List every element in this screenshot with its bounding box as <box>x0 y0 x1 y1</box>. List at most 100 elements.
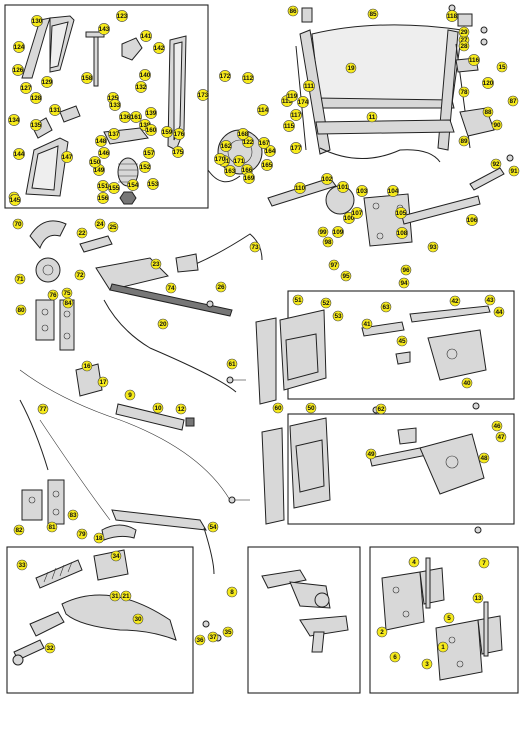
callout-dot <box>89 156 101 168</box>
callout-dot <box>108 182 120 194</box>
callout-44: 44 <box>493 306 505 318</box>
interior-handle-parts <box>19 220 263 521</box>
door-check-plate-lower <box>21 489 43 521</box>
callout-126: 126 <box>12 64 24 76</box>
callout-78: 78 <box>458 86 470 98</box>
callout-dot <box>389 651 401 663</box>
callout-dot <box>398 277 410 289</box>
handle-rosette <box>35 257 61 283</box>
callout-label: 41 <box>363 321 371 328</box>
callout-115: 115 <box>283 120 295 132</box>
callout-95: 95 <box>340 270 352 282</box>
callout-4: 4 <box>408 556 420 568</box>
callout-150: 150 <box>89 156 101 168</box>
callout-29: 29 <box>458 26 470 38</box>
callout-92: 92 <box>490 158 502 170</box>
callout-dot <box>12 64 24 76</box>
callout-label: 72 <box>76 272 84 279</box>
callout-dot <box>47 289 59 301</box>
callout-119: 119 <box>286 90 298 102</box>
callout-16: 16 <box>81 360 93 372</box>
callout-label: 61 <box>228 361 236 368</box>
remote-control-rod <box>109 283 233 317</box>
callout-dot <box>261 159 273 171</box>
callout-dot <box>147 178 159 190</box>
callout-label: 31 <box>111 593 119 600</box>
callout-1: 1 <box>437 641 449 653</box>
callout-30: 30 <box>132 613 144 625</box>
callout-dot <box>74 269 86 281</box>
callout-dot <box>44 642 56 654</box>
small-hardware <box>202 4 514 642</box>
callout-label: 84 <box>64 300 72 307</box>
callout-label: 116 <box>469 57 480 64</box>
lock-barrel <box>29 611 65 637</box>
callout-106: 106 <box>466 214 478 226</box>
callout-dot <box>320 297 332 309</box>
check-strap-rod <box>19 399 49 471</box>
callout-label: 129 <box>42 79 53 86</box>
callout-label: 33 <box>18 562 26 569</box>
callout-dot <box>139 161 151 173</box>
callout-label: 70 <box>14 221 22 228</box>
lock-spring-clip <box>395 351 411 365</box>
callout-label: 90 <box>493 122 501 129</box>
callout-dot <box>337 181 349 193</box>
callout-159: 159 <box>161 126 173 138</box>
callout-144: 144 <box>13 148 25 160</box>
callout-171: 171 <box>233 155 245 167</box>
pull-strap-cap <box>185 417 195 427</box>
callout-23: 23 <box>150 258 162 270</box>
callout-169: 169 <box>243 172 255 184</box>
callout-dot <box>272 402 284 414</box>
callout-dot <box>41 76 53 88</box>
callout-label: 154 <box>128 182 139 189</box>
callout-163: 163 <box>224 165 236 177</box>
seal-strip-tail <box>203 527 215 575</box>
callout-114: 114 <box>257 104 269 116</box>
striker-plate-vertical <box>261 427 285 525</box>
callout-20: 20 <box>157 318 169 330</box>
callout-label: 35 <box>224 629 232 636</box>
callout-145: 145 <box>9 194 21 206</box>
callout-76: 76 <box>47 289 59 301</box>
callout-142: 142 <box>153 42 165 54</box>
striker-parts <box>261 569 349 653</box>
callout-label: 165 <box>262 162 273 169</box>
callout-label: 153 <box>148 181 159 188</box>
callout-dot <box>507 95 519 107</box>
callout-dot <box>395 207 407 219</box>
callout-128: 128 <box>30 92 42 104</box>
callout-129: 129 <box>41 76 53 88</box>
callout-dot <box>446 10 458 22</box>
callout-101: 101 <box>337 181 349 193</box>
callout-label: 83 <box>69 512 77 519</box>
striker-bracket <box>261 569 307 589</box>
callout-dot <box>287 5 299 17</box>
callout-dot <box>396 227 408 239</box>
callout-85: 85 <box>367 8 379 20</box>
callout-168: 168 <box>237 128 249 140</box>
callout-161: 161 <box>130 111 142 123</box>
regulator-linkage <box>207 169 241 183</box>
hinge-upper-leaf <box>419 567 445 605</box>
callout-dot <box>484 294 496 306</box>
callout-label: 141 <box>141 33 152 40</box>
callout-77: 77 <box>37 403 49 415</box>
callout-22: 22 <box>76 227 88 239</box>
pull-handle-parts <box>19 399 195 471</box>
striker-tongue <box>311 631 325 653</box>
vent-division-glass <box>173 41 183 141</box>
callout-156: 156 <box>97 192 109 204</box>
callout-17: 17 <box>97 376 109 388</box>
callout-165: 165 <box>261 159 273 171</box>
callout-dot <box>130 111 142 123</box>
callout-dot <box>322 236 334 248</box>
callout-label: 44 <box>495 309 503 316</box>
callout-dot <box>493 306 505 318</box>
callout-dot <box>496 61 508 73</box>
callout-dot <box>317 226 329 238</box>
callout-dot <box>76 227 88 239</box>
callout-dot <box>150 258 162 270</box>
callout-dot <box>290 109 302 121</box>
